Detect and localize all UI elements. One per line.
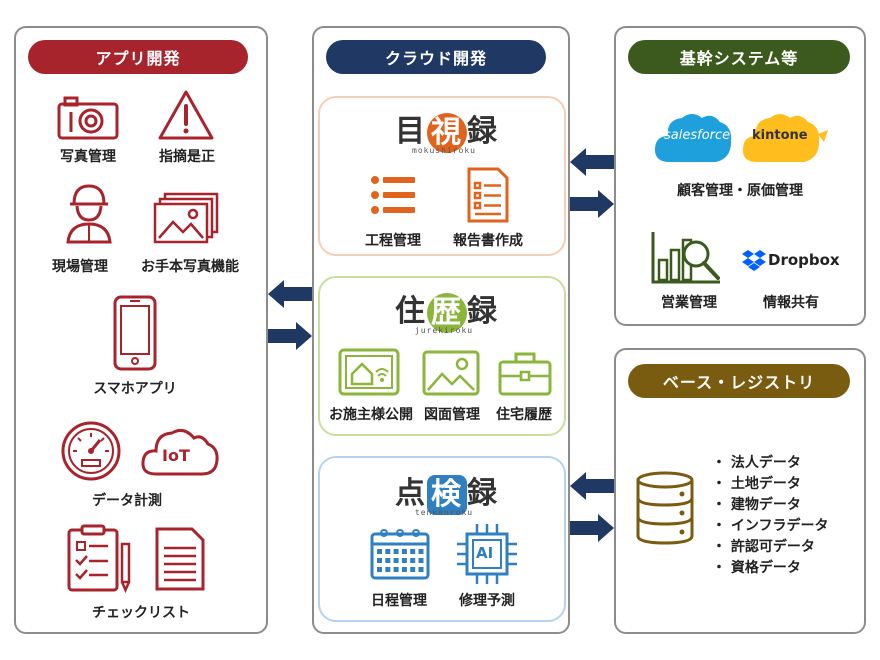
arrow-cloud-to-registry <box>570 514 614 542</box>
core-systems-panel <box>614 26 866 326</box>
label-owner-disclosure: お施主様公開 <box>329 407 413 423</box>
checklist-clipboard-icon <box>67 524 131 594</box>
mokushiroku-logo-pre: 目 <box>395 114 427 149</box>
arrow-core-to-cloud <box>570 148 614 176</box>
mokushiroku-logo-mid: 視 <box>427 112 467 153</box>
arrow-cloud-to-core <box>570 190 614 218</box>
tenkenroku-logo-post: 録 <box>467 476 499 511</box>
iot-cloud-icon <box>141 428 219 476</box>
salesforce-cloud-icon <box>654 114 732 162</box>
jurekiroku-logo: 住歴録 <box>395 286 499 333</box>
registry-item-qualification: ・ 資格データ <box>712 560 801 576</box>
app-development-panel <box>14 26 268 634</box>
ai-chip-text: AI <box>476 544 494 562</box>
label-house-history: 住宅履歴 <box>496 407 552 423</box>
cloud-development-title: クラウド開発 <box>326 40 546 74</box>
label-drawing-management: 図面管理 <box>424 407 480 423</box>
tenkenroku-logo-mid: 検 <box>427 474 467 515</box>
registry-item-building-text: 建物データ <box>730 497 801 513</box>
registry-item-land-text: 土地データ <box>730 476 801 492</box>
registry-item-permit: ・ 許認可データ <box>712 539 815 555</box>
label-issue-correction: 指摘是正 <box>159 149 215 165</box>
gauge-icon <box>61 421 121 481</box>
mokushiroku-logo: 目視録 <box>395 106 499 153</box>
label-report-creation: 報告書作成 <box>453 233 523 249</box>
label-repair-prediction: 修理予測 <box>459 593 515 609</box>
label-sales-management: 営業管理 <box>661 295 717 311</box>
salesforce-text: salesforce <box>664 128 731 143</box>
mokushiroku-roman: mokushiroku <box>412 146 476 155</box>
camera-icon <box>57 96 119 140</box>
label-data-measurement: データ計測 <box>92 493 162 509</box>
arrow-app-to-cloud <box>268 322 312 350</box>
arrow-cloud-to-app <box>268 280 312 308</box>
list-icon <box>371 176 415 214</box>
smart-home-tablet-icon <box>338 348 400 396</box>
label-smartphone-app: スマホアプリ <box>93 381 177 397</box>
registry-item-land: ・ 土地データ <box>712 476 801 492</box>
label-schedule-management: 日程管理 <box>371 593 427 609</box>
warning-icon <box>158 90 214 140</box>
label-customer-cost-management: 顧客管理・原価管理 <box>677 183 803 199</box>
registry-item-infra-text: インフラデータ <box>730 518 829 534</box>
label-process-management: 工程管理 <box>365 233 421 249</box>
registry-item-qualification-text: 資格データ <box>730 560 801 576</box>
registry-item-corporate-text: 法人データ <box>730 455 801 471</box>
jurekiroku-logo-mid: 歴 <box>427 292 467 333</box>
calendar-icon <box>370 529 430 580</box>
tenkenroku-logo-pre: 点 <box>395 476 427 511</box>
registry-item-infra: ・ インフラデータ <box>712 518 829 534</box>
report-icon <box>467 167 509 223</box>
jurekiroku-logo-pre: 住 <box>395 294 427 329</box>
mokushiroku-logo-post: 録 <box>467 114 499 149</box>
label-site-management: 現場管理 <box>52 259 108 275</box>
smartphone-icon <box>113 295 157 371</box>
core-systems-title: 基幹システム等 <box>628 40 850 74</box>
kintone-cloud-icon <box>742 114 828 162</box>
label-photo-management: 写真管理 <box>60 149 116 165</box>
document-icon <box>155 527 205 591</box>
registry-item-building: ・ 建物データ <box>712 497 801 513</box>
label-checklist: チェックリスト <box>92 605 190 621</box>
registry-item-corporate: ・ 法人データ <box>712 455 801 471</box>
app-development-title: アプリ開発 <box>28 40 248 74</box>
iot-text: IoT <box>162 446 190 465</box>
photo-gallery-icon <box>153 192 219 244</box>
arrow-registry-to-cloud <box>570 472 614 500</box>
drawing-image-icon <box>422 350 480 396</box>
label-information-sharing: 情報共有 <box>763 295 819 311</box>
base-registry-title: ベース・レジストリ <box>628 364 850 398</box>
dropbox-icon <box>742 250 766 271</box>
kintone-text: kintone <box>752 128 808 143</box>
jurekiroku-logo-post: 録 <box>467 294 499 329</box>
dropbox-text: Dropbox <box>768 251 840 269</box>
ai-chip-icon <box>457 524 517 584</box>
database-icon <box>636 471 694 545</box>
registry-item-permit-text: 許認可データ <box>730 539 815 555</box>
tenkenroku-roman: tenkenroku <box>414 508 474 517</box>
jurekiroku-roman: jurekiroku <box>414 326 474 335</box>
briefcase-icon <box>498 352 552 396</box>
sales-chart-magnifier-icon <box>651 232 720 284</box>
label-model-photo: お手本写真機能 <box>141 259 239 275</box>
worker-icon <box>66 184 112 244</box>
tenkenroku-logo: 点検録 <box>395 468 499 515</box>
